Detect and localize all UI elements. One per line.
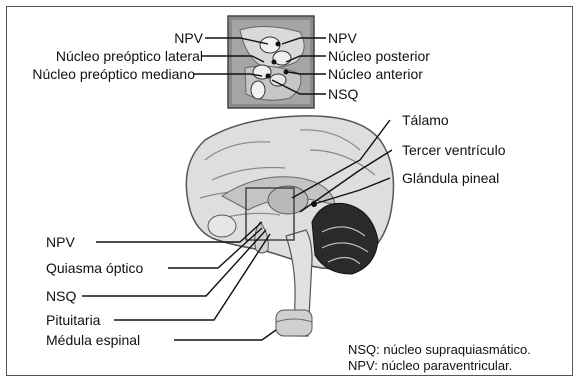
inset-label-npv-right: NPV — [328, 30, 357, 46]
inset-label-npv-left: NPV — [174, 30, 203, 46]
label-pituitary: Pituitaria — [46, 312, 100, 328]
legend-nsq: NSQ: núcleo supraquiasmático. — [348, 342, 531, 358]
label-third-ventricle: Tercer ventrículo — [402, 142, 505, 158]
label-spinal-cord: Médula espinal — [46, 332, 140, 348]
inset-label-median-preoptic: Núcleo preóptico mediano — [32, 66, 195, 82]
label-pineal-gland: Glándula pineal — [402, 170, 499, 186]
legend-npv: NPV: núcleo paraventricular. — [348, 358, 512, 374]
label-npv: NPV — [46, 234, 75, 250]
inset-label-lateral-preoptic: Núcleo preóptico lateral — [56, 48, 203, 64]
inset-label-nsq: NSQ — [328, 86, 358, 102]
label-optic-chiasm: Quiasma óptico — [46, 260, 143, 276]
inset-label-anterior-nucleus: Núcleo anterior — [328, 66, 423, 82]
label-nsq: NSQ — [46, 288, 76, 304]
inset-label-posterior-nucleus: Núcleo posterior — [328, 48, 430, 64]
label-thalamus: Tálamo — [402, 112, 449, 128]
